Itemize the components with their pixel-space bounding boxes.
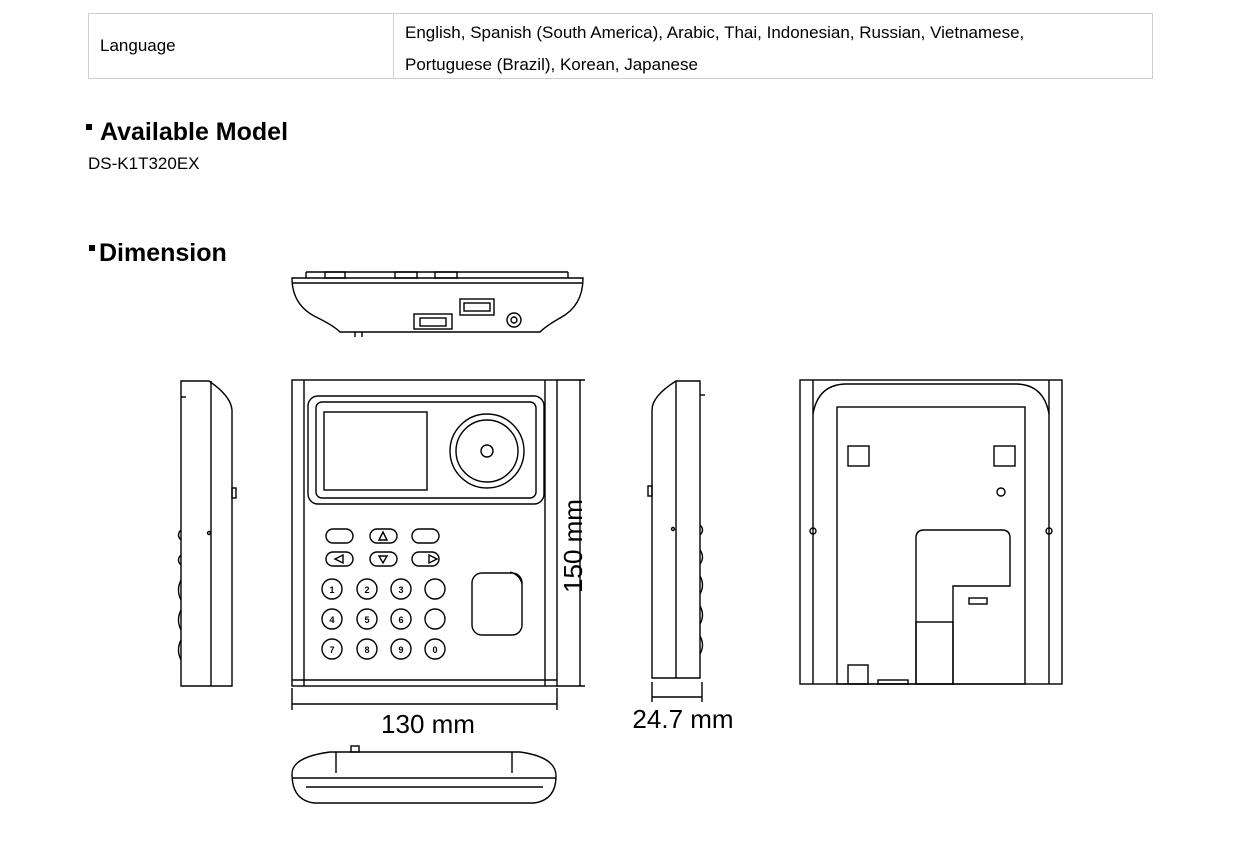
spec-table-row: Language English, Spanish (South America… [88,13,1153,79]
top-view-drawing [291,271,584,337]
svg-text:5: 5 [364,615,369,625]
spec-value-line-2: Portuguese (Brazil), Korean, Japanese [405,55,698,74]
svg-text:4: 4 [329,615,334,625]
height-dimension-label: 150 mm [558,499,588,593]
svg-text:8: 8 [364,645,369,655]
available-model-heading: Available Model [86,118,288,147]
svg-text:0: 0 [432,645,437,655]
svg-text:6: 6 [398,615,403,625]
svg-text:2: 2 [364,585,369,595]
svg-text:3: 3 [398,585,403,595]
bullet-icon [86,123,92,130]
svg-text:1: 1 [329,585,334,595]
svg-text:9: 9 [398,645,403,655]
back-view-drawing [799,379,1063,685]
dimension-title: Dimension [99,239,227,267]
front-view-drawing [291,379,585,710]
right-side-view-drawing [647,380,705,702]
spec-value-line-1: English, Spanish (South America), Arabic… [405,23,1025,42]
bullet-icon [89,244,95,251]
width-dimension-label: 130 mm [381,709,475,739]
bottom-view-drawing [291,745,557,804]
spec-label: Language [89,14,394,78]
model-number: DS-K1T320EX [88,154,200,173]
svg-text:7: 7 [329,645,334,655]
spec-value: English, Spanish (South America), Arabic… [394,14,1152,78]
dimension-heading: Dimension [89,239,227,268]
available-model-title: Available Model [100,118,289,146]
left-side-view-drawing [177,380,237,687]
depth-dimension-label: 24.7 mm [632,704,733,734]
